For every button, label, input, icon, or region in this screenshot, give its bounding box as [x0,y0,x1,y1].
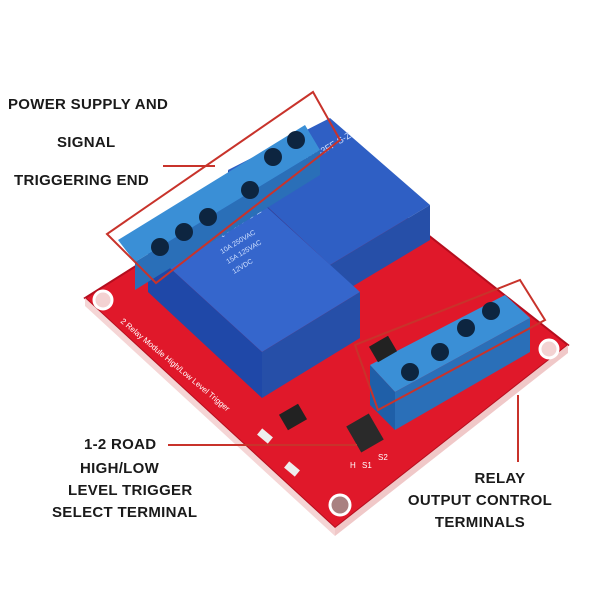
label-signal: SIGNAL [57,134,116,151]
label-1-2-road: 1-2 ROAD [84,436,157,453]
pcb-edge [85,298,335,536]
screw [241,181,259,199]
jumper-label: S2 [378,453,388,462]
label-level-trigger: LEVEL TRIGGER [68,482,193,499]
screw [151,238,169,256]
mount-hole [538,338,560,360]
label-terminals: TERMINALS [434,514,526,531]
input-highlight-box [105,90,342,285]
mount-hole [328,493,352,517]
resistor [257,428,273,444]
screw [264,148,282,166]
mount-hole [92,289,114,311]
optocoupler [278,403,308,431]
resistor [284,461,300,477]
screw [287,131,305,149]
jumper-label: H [350,461,356,470]
screw [199,208,217,226]
label-select-terminal: SELECT TERMINAL [52,504,198,521]
screw [457,319,475,337]
screw [431,343,449,361]
optocoupler [368,335,398,363]
screw [401,363,419,381]
label-triggering-end: TRIGGERING END [14,172,150,189]
input-terminal-block[interactable] [118,125,320,290]
screw [482,302,500,320]
label-power-supply: POWER SUPPLY AND [8,96,169,113]
label-high-low: HIGH/LOW [80,460,160,477]
output-highlight-box [353,278,547,412]
jumper-label: S1 [362,461,372,470]
jumper-header [346,413,384,453]
screw [175,223,193,241]
label-relay: RELAY [474,470,526,487]
label-output-control: OUTPUT CONTROL [407,492,553,509]
